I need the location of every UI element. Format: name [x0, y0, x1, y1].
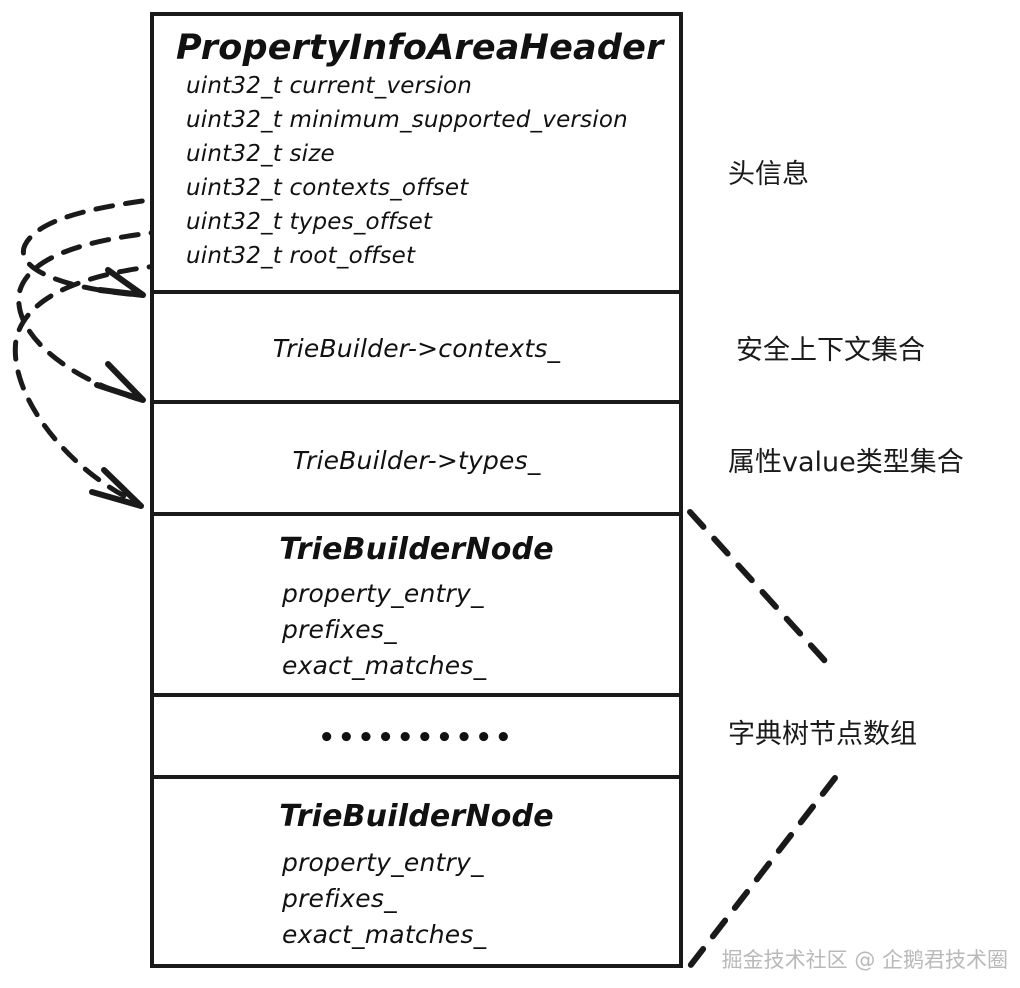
side-label-trie-node-array: 字典树节点数组	[728, 719, 917, 750]
leader-line-node-array-top	[687, 509, 838, 675]
node-last-field-exact-matches: exact_matches_	[282, 920, 487, 949]
side-label-header-info: 头信息	[728, 159, 809, 190]
section-trie-builder-node-last: TrieBuilderNode property_entry_ prefixes…	[154, 775, 679, 964]
header-field-root-offset: uint32_t root_offset	[186, 243, 416, 269]
side-label-security-context-set: 安全上下文集合	[736, 335, 925, 366]
node-first-field-prefixes: prefixes_	[282, 615, 397, 644]
watermark: 掘金技术社区 @ 企鹅君技术圈	[721, 948, 1008, 972]
header-struct-title: PropertyInfoAreaHeader	[176, 28, 664, 68]
pointer-arrow-contexts-offset	[20, 194, 175, 298]
node-first-field-property-entry: property_entry_	[282, 579, 484, 608]
header-field-contexts-offset: uint32_t contexts_offset	[186, 175, 469, 201]
node-last-field-prefixes: prefixes_	[282, 884, 397, 913]
node-first-title: TrieBuilderNode	[279, 532, 554, 567]
header-field-minimum-supported-version: uint32_t minimum_supported_version	[186, 107, 628, 133]
section-node-ellipsis: ••••••••••	[154, 693, 679, 775]
header-field-types-offset: uint32_t types_offset	[186, 209, 433, 235]
section-trie-builder-node-first: TrieBuilderNode property_entry_ prefixes…	[154, 512, 679, 693]
section-types-label: TrieBuilder->types_	[292, 446, 541, 475]
leader-line-node-array-bottom	[687, 775, 838, 969]
section-trie-builder-types: TrieBuilder->types_	[154, 400, 679, 512]
node-last-title: TrieBuilderNode	[279, 799, 554, 834]
node-last-field-property-entry: property_entry_	[282, 848, 484, 877]
side-label-property-value-type-set: 属性value类型集合	[728, 447, 964, 478]
memory-layout-box: PropertyInfoAreaHeader uint32_t current_…	[150, 12, 683, 968]
section-property-info-area-header: PropertyInfoAreaHeader uint32_t current_…	[154, 16, 679, 290]
section-trie-builder-contexts: TrieBuilder->contexts_	[154, 290, 679, 400]
ellipsis-dots: ••••••••••	[318, 723, 515, 753]
header-field-current-version: uint32_t current_version	[186, 73, 473, 99]
pointer-arrow-types-offset	[16, 228, 171, 403]
section-contexts-label: TrieBuilder->contexts_	[272, 334, 561, 363]
pointer-arrow-root-offset	[12, 262, 169, 509]
header-field-size: uint32_t size	[186, 141, 335, 167]
node-first-field-exact-matches: exact_matches_	[282, 651, 487, 680]
